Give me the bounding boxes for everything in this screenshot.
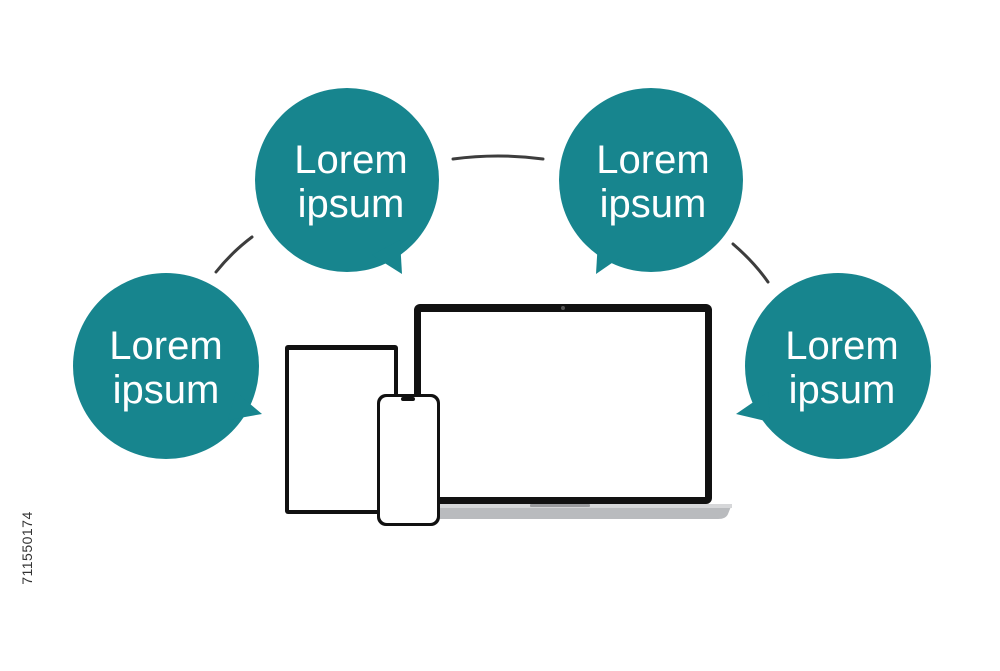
bubble-label-left: Lorem ipsum <box>66 324 266 412</box>
connector-right <box>731 242 770 284</box>
bubble-label-right: Lorem ipsum <box>742 324 942 412</box>
smartphone <box>377 394 440 526</box>
bubble-top-right-line2: ipsum <box>599 182 707 226</box>
bubble-left-line1: Lorem <box>109 324 223 368</box>
bubble-left-line2: ipsum <box>112 368 220 412</box>
speech-bubble-left <box>73 273 262 459</box>
connector-top <box>451 154 545 161</box>
bubble-right-line2: ipsum <box>788 368 896 412</box>
stock-id-label: 711550174 <box>19 511 35 585</box>
speech-bubble-top-right <box>559 88 743 274</box>
bubble-label-top-right: Lorem ipsum <box>553 138 753 226</box>
bubble-top-left-line1: Lorem <box>294 138 408 182</box>
speech-bubble-top-left <box>255 88 439 274</box>
bubble-label-top-left: Lorem ipsum <box>251 138 451 226</box>
bubble-right-line1: Lorem <box>785 324 899 368</box>
connector-left <box>214 235 254 274</box>
speech-bubble-right <box>736 273 931 459</box>
bubble-top-right-line1: Lorem <box>596 138 710 182</box>
tablet <box>285 345 398 514</box>
laptop <box>408 304 732 519</box>
bubble-top-left-line2: ipsum <box>297 182 405 226</box>
